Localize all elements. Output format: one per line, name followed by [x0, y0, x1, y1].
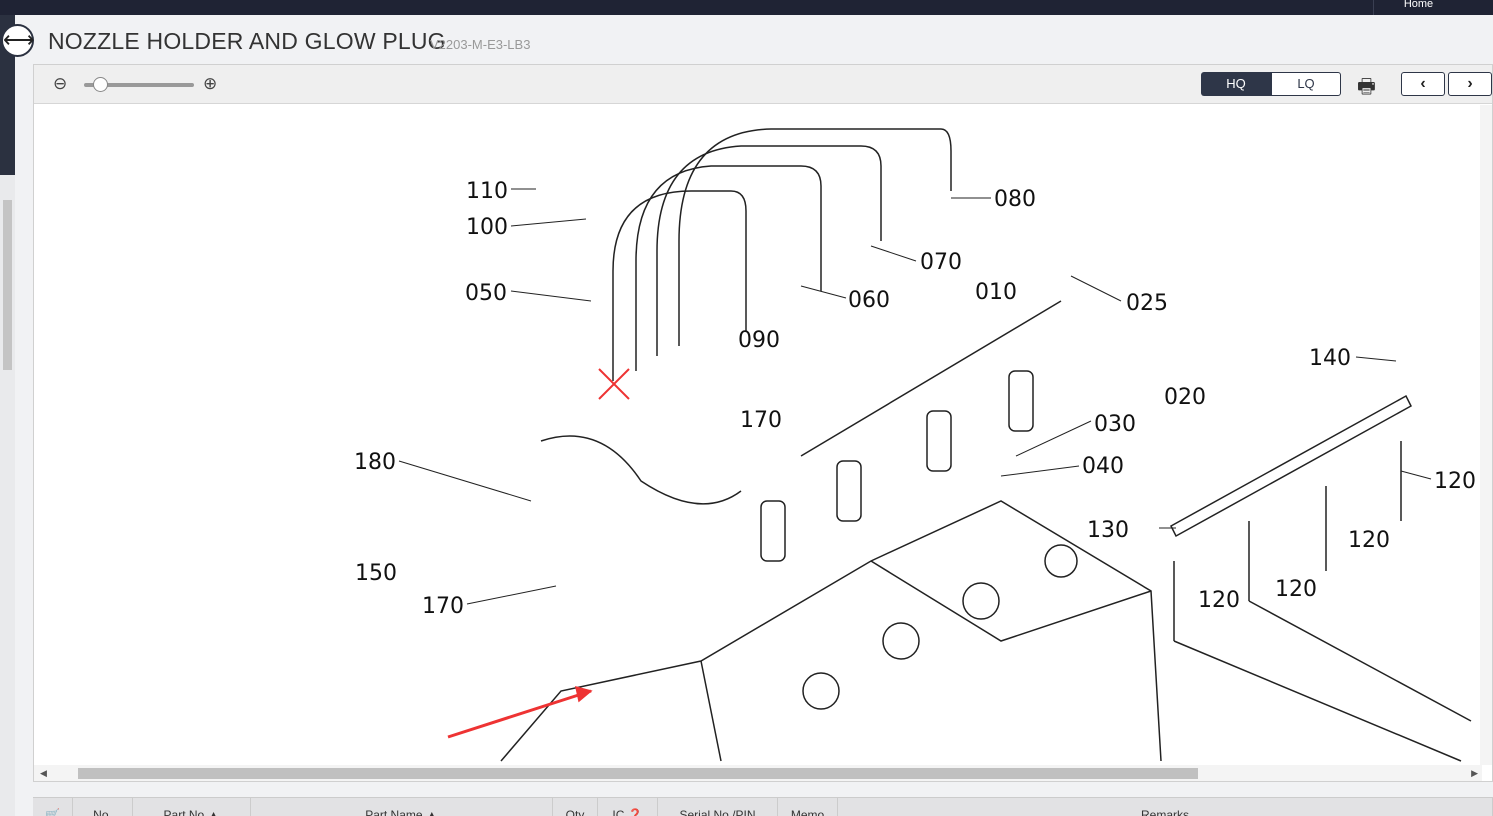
- column-part-no[interactable]: Part No ▲: [133, 798, 251, 816]
- column-part-name[interactable]: Part Name ▲: [251, 798, 553, 816]
- callout[interactable]: 030: [1094, 412, 1136, 437]
- callout[interactable]: 060: [848, 288, 890, 313]
- column-ic[interactable]: IC ❓: [598, 798, 658, 816]
- callout[interactable]: 170: [740, 408, 782, 433]
- callout[interactable]: 040: [1082, 454, 1124, 479]
- cylinder-head: [500, 500, 1162, 762]
- x-mark: [598, 368, 630, 400]
- home-link[interactable]: Home: [1373, 0, 1463, 15]
- hq-button[interactable]: HQ: [1201, 72, 1271, 96]
- callout[interactable]: 120: [1348, 528, 1390, 553]
- vertical-scrollbar[interactable]: [1480, 105, 1492, 765]
- column-memo: Memo: [778, 798, 838, 816]
- next-button[interactable]: ›: [1448, 72, 1492, 96]
- callout[interactable]: 020: [1164, 385, 1206, 410]
- leak-pipe: [540, 435, 742, 505]
- zoom-slider[interactable]: [84, 77, 194, 92]
- left-sidebar: [0, 15, 15, 816]
- top-bar: Home: [0, 0, 1493, 15]
- nozzles: [760, 300, 1062, 562]
- column-no[interactable]: No.: [73, 798, 133, 816]
- lq-button[interactable]: LQ: [1271, 72, 1341, 96]
- expand-toggle-button[interactable]: ⟷: [1, 24, 35, 57]
- column-serial-no: Serial No./PIN: [658, 798, 778, 816]
- callout[interactable]: 140: [1309, 346, 1351, 371]
- sidebar-scrollbar[interactable]: [3, 200, 12, 370]
- horizontal-scroll-thumb[interactable]: [78, 768, 1198, 779]
- callout[interactable]: 070: [920, 250, 962, 275]
- page-title: NOZZLE HOLDER AND GLOW PLUG: [48, 28, 446, 54]
- glow-plugs: [1170, 394, 1472, 762]
- viewer-toolbar: ⊖ ⊕ HQ LQ 🖶 ‹ ›: [34, 65, 1492, 104]
- model-code: V2203-M-E3-LB3: [430, 37, 531, 52]
- scroll-left-icon[interactable]: ◀: [40, 768, 47, 778]
- previous-button[interactable]: ‹: [1401, 72, 1445, 96]
- callout[interactable]: 120: [1275, 577, 1317, 602]
- callout[interactable]: 080: [994, 187, 1036, 212]
- cart-icon[interactable]: 🛒: [33, 798, 73, 816]
- leader-lines: [398, 188, 1432, 605]
- zoom-in-icon[interactable]: ⊕: [203, 74, 218, 93]
- parts-table-header: 🛒 No. Part No ▲ Part Name ▲ Qty IC ❓ Ser…: [33, 797, 1493, 816]
- zoom-out-icon[interactable]: ⊖: [53, 74, 68, 93]
- parts-diagram[interactable]: 110 100 050 090 060 070 080 010 025 020 …: [34, 105, 1482, 765]
- callout[interactable]: 120: [1434, 469, 1476, 494]
- zoom-slider-handle[interactable]: [93, 77, 108, 92]
- column-qty: Qty: [553, 798, 598, 816]
- callout[interactable]: 110: [466, 179, 508, 204]
- callout[interactable]: 025: [1126, 291, 1168, 316]
- print-icon[interactable]: 🖶: [1357, 76, 1376, 98]
- diagram-viewer: ⊖ ⊕ HQ LQ 🖶 ‹ ›: [33, 64, 1493, 782]
- column-remarks: Remarks: [838, 798, 1493, 816]
- horizontal-scrollbar[interactable]: ◀ ▶: [34, 765, 1482, 781]
- callout[interactable]: 100: [466, 215, 508, 240]
- red-arrow: [447, 689, 592, 739]
- scroll-right-icon[interactable]: ▶: [1471, 768, 1478, 778]
- callout[interactable]: 090: [738, 328, 780, 353]
- injection-pipes: [612, 128, 952, 381]
- callout[interactable]: 170: [422, 594, 464, 619]
- callout[interactable]: 180: [354, 450, 396, 475]
- callout[interactable]: 150: [355, 561, 397, 586]
- callout[interactable]: 120: [1198, 588, 1240, 613]
- callout[interactable]: 050: [465, 281, 507, 306]
- callout-labels: 110 100 050 090 060 070 080 010 025 020 …: [354, 179, 1476, 619]
- callout[interactable]: 010: [975, 280, 1017, 305]
- callout[interactable]: 130: [1087, 518, 1129, 543]
